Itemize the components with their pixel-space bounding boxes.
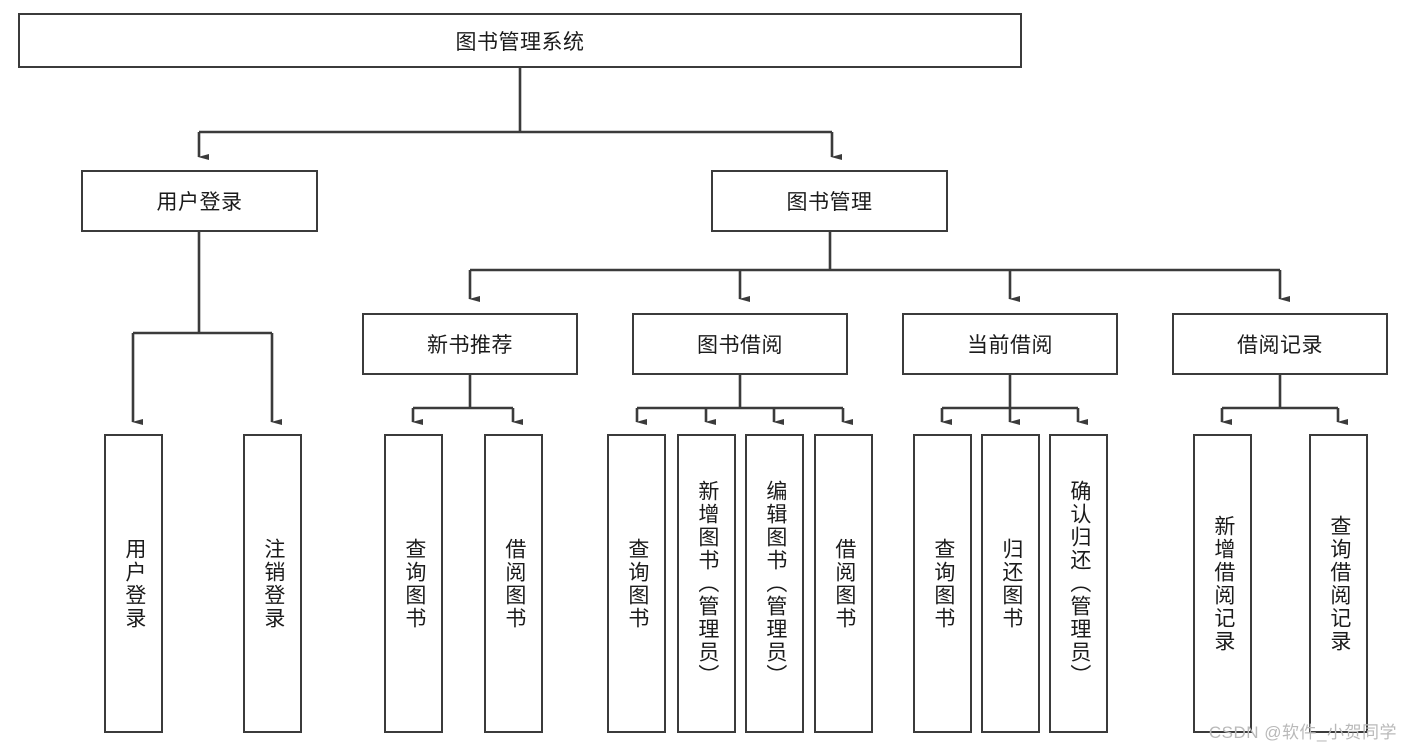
leaf-book-borrow-edit[interactable]: 编辑图书（管理员）	[745, 434, 804, 733]
leaf-label: 归还图书	[999, 537, 1023, 630]
node-user-login[interactable]: 用户登录	[81, 170, 318, 232]
leaf-label: 确认归还（管理员）	[1067, 480, 1091, 687]
node-book-management-label: 图书管理	[786, 191, 873, 214]
node-book-management[interactable]: 图书管理	[711, 170, 948, 232]
leaf-book-borrow-borrow[interactable]: 借阅图书	[814, 434, 873, 733]
leaf-label: 借阅图书	[832, 537, 856, 630]
leaf-new-book-query[interactable]: 查询图书	[384, 434, 443, 733]
node-user-login-label: 用户登录	[156, 191, 243, 214]
leaf-new-book-borrow[interactable]: 借阅图书	[484, 434, 543, 733]
node-book-borrow-label: 图书借阅	[697, 334, 783, 357]
leaf-borrow-record-add[interactable]: 新增借阅记录	[1193, 434, 1252, 733]
leaf-current-borrow-confirm-return[interactable]: 确认归还（管理员）	[1049, 434, 1108, 733]
node-book-borrow[interactable]: 图书借阅	[632, 313, 848, 375]
leaf-label: 查询借阅记录	[1327, 514, 1351, 653]
leaf-label: 查询图书	[402, 537, 426, 630]
leaf-label: 新增借阅记录	[1211, 514, 1235, 653]
leaf-label: 新增图书（管理员）	[695, 480, 719, 687]
leaf-book-borrow-add[interactable]: 新增图书（管理员）	[677, 434, 736, 733]
leaf-label: 编辑图书（管理员）	[763, 480, 787, 687]
leaf-borrow-record-query[interactable]: 查询借阅记录	[1309, 434, 1368, 733]
leaf-label: 查询图书	[625, 537, 649, 630]
node-root[interactable]: 图书管理系统	[18, 13, 1022, 68]
leaf-label: 借阅图书	[502, 537, 526, 630]
node-borrow-record-label: 借阅记录	[1237, 334, 1323, 357]
leaf-label: 用户登录	[122, 537, 146, 630]
node-new-book-recommend-label: 新书推荐	[427, 334, 513, 357]
leaf-current-borrow-query[interactable]: 查询图书	[913, 434, 972, 733]
node-borrow-record[interactable]: 借阅记录	[1172, 313, 1388, 375]
leaf-current-borrow-return[interactable]: 归还图书	[981, 434, 1040, 733]
leaf-label: 查询图书	[931, 537, 955, 630]
leaf-label: 注销登录	[261, 537, 285, 630]
leaf-book-borrow-query[interactable]: 查询图书	[607, 434, 666, 733]
node-root-label: 图书管理系统	[455, 30, 585, 54]
leaf-user-login-signin[interactable]: 用户登录	[104, 434, 163, 733]
node-current-borrow[interactable]: 当前借阅	[902, 313, 1118, 375]
leaf-user-login-signout[interactable]: 注销登录	[243, 434, 302, 733]
node-new-book-recommend[interactable]: 新书推荐	[362, 313, 578, 375]
node-current-borrow-label: 当前借阅	[967, 334, 1053, 357]
watermark: CSDN @软件_小贺同学	[1208, 723, 1397, 742]
